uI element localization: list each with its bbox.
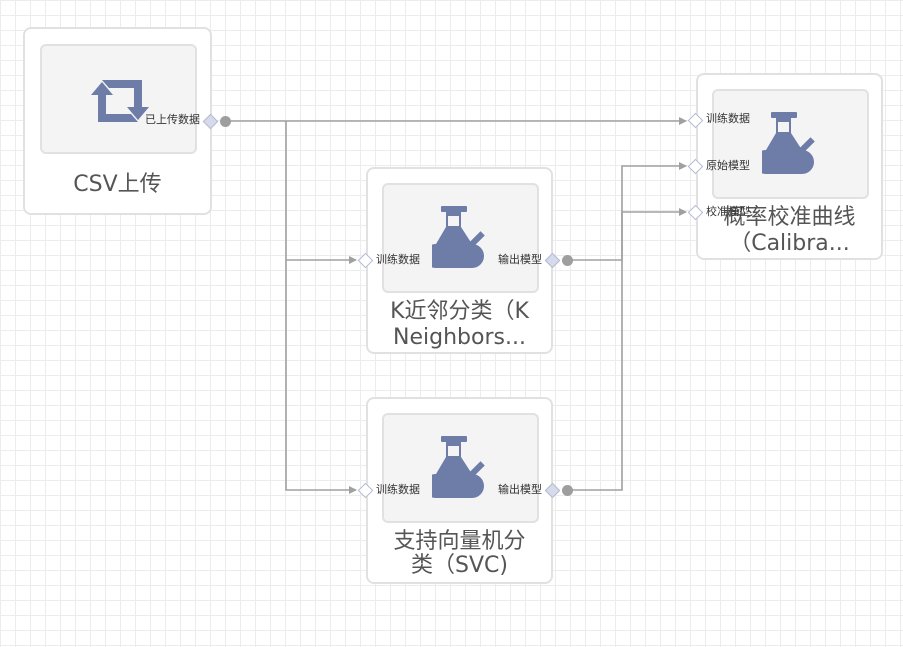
refresh-arrows-icon (91, 80, 149, 122)
knn-output-connector[interactable] (562, 255, 573, 266)
csv-icon-box (40, 44, 197, 154)
knn-title-line2: Neighbors... (393, 325, 526, 350)
svc-title-line1: 支持向量机分 (393, 529, 526, 554)
svc-icon-box (382, 413, 539, 523)
calibration-input-label-train: 训练数据 (706, 112, 750, 125)
wire-svc-to-calib (572, 162, 687, 491)
calibration-title-line1: 概率校准曲线 (723, 205, 856, 230)
flask-icon (432, 436, 485, 498)
svc-node[interactable]: 支持向量机分 类（SVC) (366, 397, 553, 584)
knn-output-label: 输出模型 (498, 253, 542, 266)
calibration-icon-box (712, 89, 869, 199)
knn-title-line1: K近邻分类（K (390, 299, 529, 324)
flask-icon (432, 206, 485, 268)
csv-upload-title: CSV上传 (73, 172, 162, 197)
wire-knn-to-calib (572, 208, 687, 261)
flask-icon (762, 112, 815, 174)
svc-input-label: 训练数据 (376, 483, 420, 496)
calibration-title-line2: （Calibra... (729, 231, 850, 256)
wire-csv-to-svc-train (285, 260, 357, 494)
svc-output-connector[interactable] (562, 485, 573, 496)
knn-node[interactable]: K近邻分类（K Neighbors... (366, 167, 553, 354)
calibration-node[interactable]: 概率校准曲线 （Calibra... (696, 73, 883, 260)
knn-input-label: 训练数据 (376, 253, 420, 266)
wire-csv-to-knn-train (285, 121, 357, 264)
csv-output-connector[interactable] (220, 116, 231, 127)
svc-title-line2: 类（SVC) (411, 553, 508, 578)
csv-upload-node[interactable]: CSV上传 (23, 27, 212, 215)
csv-output-label: 已上传数据 (145, 113, 200, 126)
calibration-input-label-raw-model: 原始模型 (706, 159, 750, 172)
knn-icon-box (382, 183, 539, 293)
svc-output-label: 输出模型 (498, 483, 542, 496)
calibration-input-label-calibrated-model: 校准模型 (706, 205, 750, 218)
